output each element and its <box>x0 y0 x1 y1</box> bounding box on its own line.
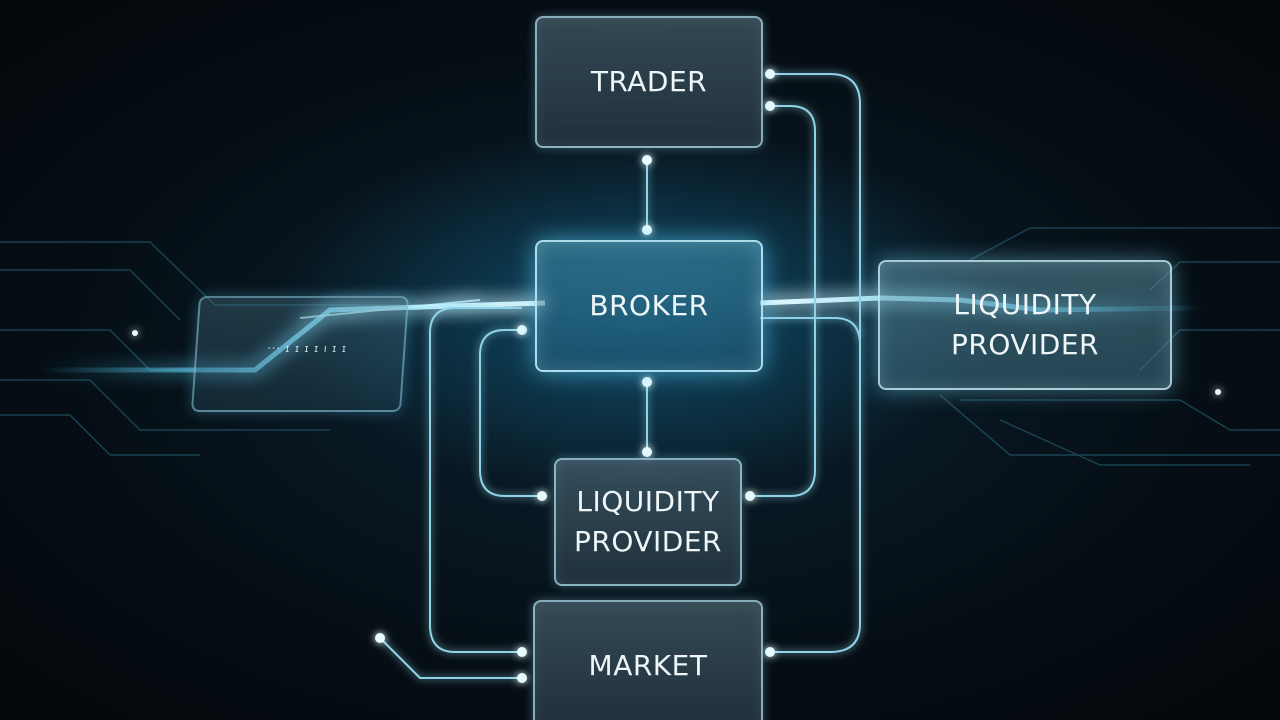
connector-dots <box>132 69 1221 683</box>
connector-dot <box>765 69 775 79</box>
connector-dot <box>375 633 385 643</box>
connector-dot <box>642 447 652 457</box>
connector-dot <box>132 330 138 336</box>
node-liquidity-provider-right: LIQUIDITY PROVIDER <box>878 260 1172 390</box>
node-broker: BROKER <box>535 240 763 372</box>
edge-broker-market <box>429 307 522 653</box>
connector-dot <box>745 491 755 501</box>
edge-trader-lp-center <box>750 105 816 497</box>
connector-dot <box>517 325 527 335</box>
edge-broker-lp-left-loop <box>479 329 542 497</box>
node-market: MARKET <box>533 600 763 720</box>
decorative-glass-card: ··· ɪ ɪ ɪ ɪ ı ɪ ɪ <box>190 296 410 412</box>
connector-dot <box>642 155 652 165</box>
edge-trader-market <box>770 73 861 653</box>
connector-dot <box>642 377 652 387</box>
connector-dot <box>537 491 547 501</box>
connector-dot <box>1215 389 1221 395</box>
connector-dot <box>517 673 527 683</box>
background-circuit-traces <box>0 227 1280 466</box>
node-liquidity-provider-center: LIQUIDITY PROVIDER <box>554 458 742 586</box>
edge-feeder-market <box>379 637 522 679</box>
connector-dot <box>765 101 775 111</box>
connector-dot <box>642 225 652 235</box>
connector-dot <box>765 647 775 657</box>
node-trader: TRADER <box>535 16 763 148</box>
connector-lines <box>379 73 861 679</box>
connector-dot <box>517 647 527 657</box>
card-scribble: ··· ɪ ɪ ɪ ɪ ı ɪ ɪ <box>266 342 348 355</box>
